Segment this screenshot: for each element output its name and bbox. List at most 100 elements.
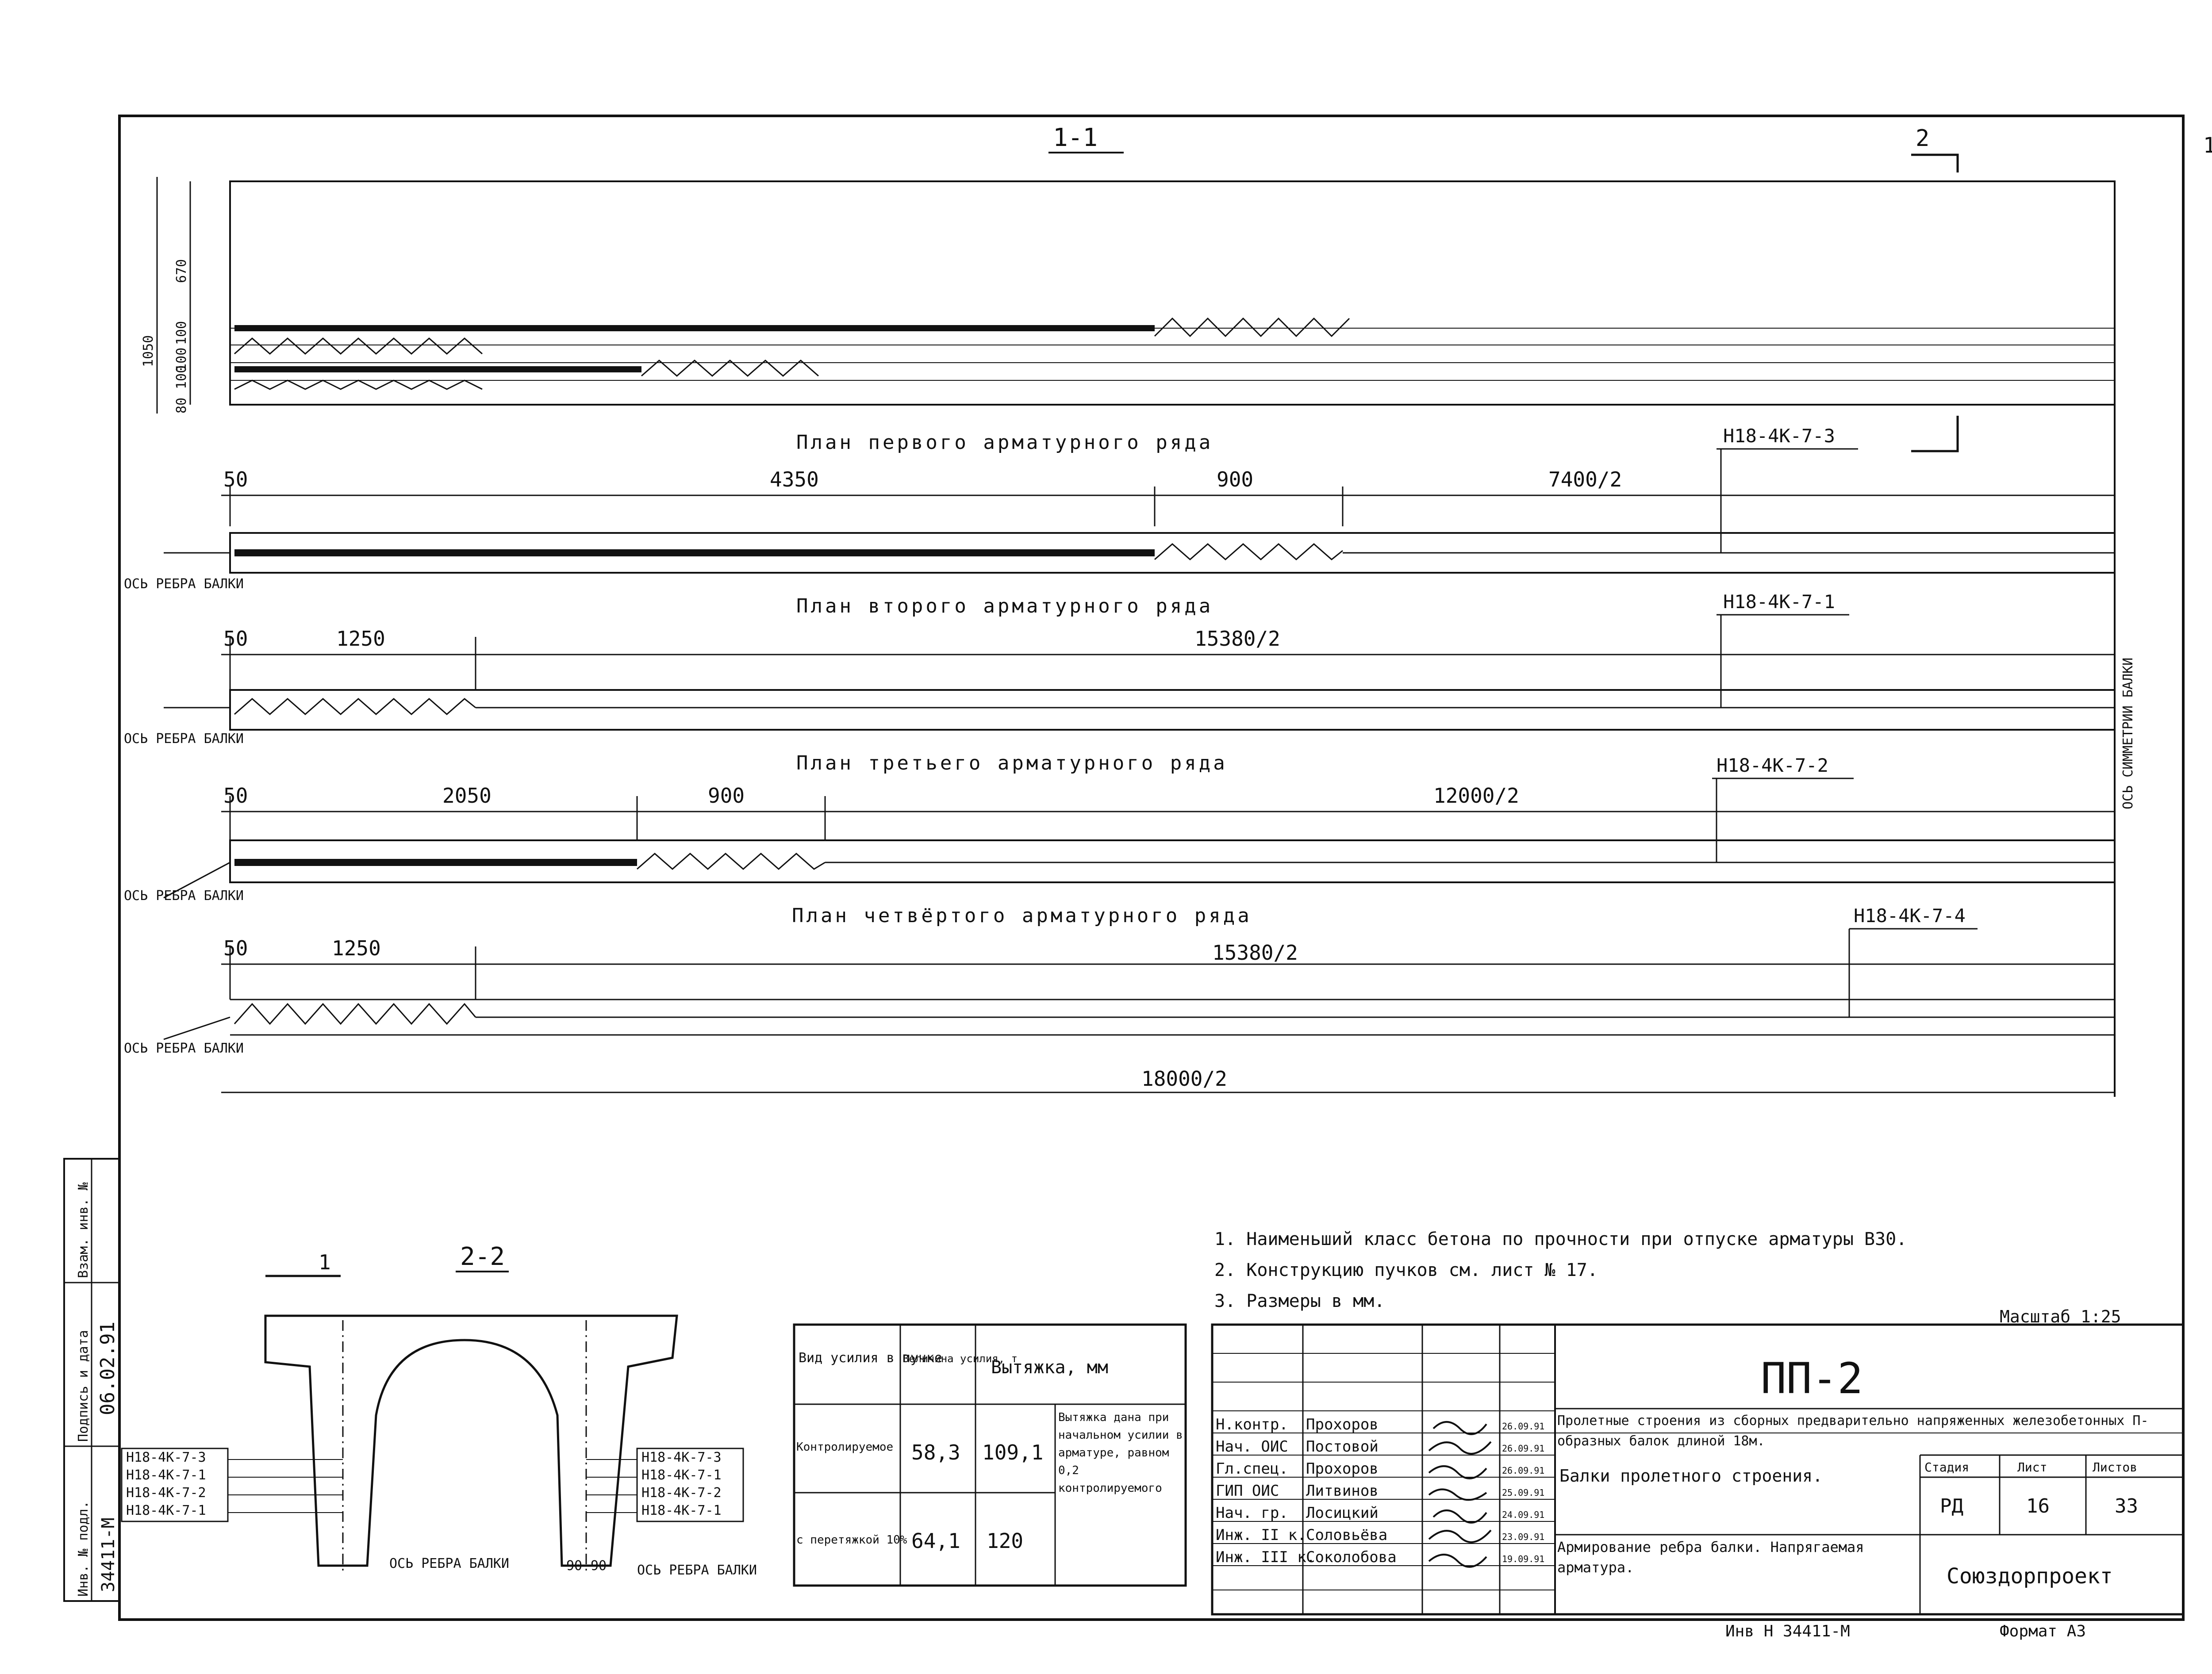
plan-2-dim-b: 1250 bbox=[336, 627, 385, 651]
section-2-2-dim-b: 90 bbox=[591, 1558, 607, 1574]
role-3: Гл.спец. bbox=[1216, 1460, 1288, 1478]
date-1: 26.09.91 bbox=[1502, 1421, 1544, 1432]
date-7: 19.09.91 bbox=[1502, 1554, 1544, 1564]
stretch-table: Вид усилия в пучке Величина усилия, т Вы… bbox=[793, 1323, 1187, 1587]
scale-label: Масштаб 1:25 bbox=[2000, 1307, 2121, 1326]
name-6: Соловьёва bbox=[1306, 1526, 1387, 1544]
sheets-value: 33 bbox=[2115, 1495, 2138, 1517]
section-2-2-label: 2-2 bbox=[460, 1242, 505, 1271]
date-4: 25.09.91 bbox=[1502, 1487, 1544, 1498]
stretch-row-1-force: 58,3 bbox=[911, 1440, 960, 1464]
dim-row-3: 100 bbox=[174, 365, 189, 389]
title-block: ПП-2 Пролетные строения из сборных предв… bbox=[1211, 1323, 2185, 1616]
plan-3-dim-d: 12000/2 bbox=[1433, 784, 1519, 808]
doc-code: ПП-2 bbox=[1761, 1354, 1863, 1403]
symmetry-axis-label: ОСЬ СИММЕТРИИ БАЛКИ bbox=[2120, 658, 2136, 809]
sec-right-bundle-2: Н18-4К-7-1 bbox=[641, 1467, 722, 1483]
plan-1-dim-b: 4350 bbox=[770, 467, 819, 491]
stretch-row-2-stretch: 120 bbox=[987, 1529, 1023, 1553]
plan-1-dim-c: 900 bbox=[1217, 467, 1253, 491]
sheet-title: Армирование ребра балки. Напрягаемая арм… bbox=[1557, 1539, 1864, 1576]
subject-title: Балки пролетного строения. bbox=[1559, 1466, 1823, 1486]
plan-2-bundle: Н18-4К-7-1 bbox=[1723, 591, 1835, 613]
plan-row-1: План первого арматурного ряда Н18-4К-7-3… bbox=[124, 416, 2116, 592]
stretch-row-2-force: 64,1 bbox=[911, 1529, 960, 1553]
plan-1-dim-d: 7400/2 bbox=[1548, 467, 1622, 491]
plan-row-2: План второго арматурного ряда Н18-4К-7-1… bbox=[124, 591, 2116, 747]
date-5: 24.09.91 bbox=[1502, 1509, 1544, 1520]
note-1: 1. Наименьший класс бетона по прочности … bbox=[1214, 1229, 1907, 1249]
role-5: Нач. гр. bbox=[1216, 1504, 1288, 1522]
role-6: Инж. II к. bbox=[1216, 1526, 1306, 1544]
pi-beam-section bbox=[264, 1314, 678, 1567]
plan-4-bundle: Н18-4К-7-4 bbox=[1854, 905, 1966, 927]
name-5: Лосицкий bbox=[1306, 1504, 1379, 1522]
dim-1050: 1050 bbox=[141, 335, 156, 367]
plan-4-dim-a: 50 bbox=[223, 936, 248, 960]
stretch-row-2-kind: с перетяжкой 10% bbox=[796, 1533, 907, 1547]
role-2: Нач. ОИС bbox=[1216, 1438, 1288, 1456]
dim-670: 670 bbox=[174, 259, 189, 283]
section-1-1-label: 1-1 bbox=[1053, 123, 1098, 152]
sec-left-bundle-1: Н18-4К-7-3 bbox=[126, 1450, 206, 1465]
sec-left-bundle-2: Н18-4К-7-1 bbox=[126, 1467, 206, 1483]
stage-value: РД bbox=[1940, 1495, 1963, 1517]
signatures bbox=[1428, 1421, 1492, 1568]
stretch-hdr-stretch: Вытяжка, мм bbox=[991, 1357, 1108, 1378]
plan-3-dim-c: 900 bbox=[708, 784, 745, 808]
section-1-1: 1-1 2 1050 670 100 100 100 80 bbox=[141, 123, 2116, 414]
sheets-header: Листов bbox=[2093, 1460, 2137, 1475]
sheet-frame bbox=[118, 115, 2185, 1621]
notes: 1. Наименьший класс бетона по прочности … bbox=[1214, 1229, 2121, 1326]
date-3: 26.09.91 bbox=[1502, 1465, 1544, 1476]
role-1: Н.контр. bbox=[1216, 1416, 1288, 1433]
sec-right-bundle-3: Н18-4К-7-2 bbox=[641, 1485, 722, 1501]
date-6: 23.09.91 bbox=[1502, 1532, 1544, 1542]
name-2: Постовой bbox=[1306, 1438, 1379, 1456]
stage-header: Стадия bbox=[1924, 1460, 1969, 1475]
inv-label: Инв. № подл. bbox=[76, 1501, 91, 1597]
sec-left-bundle-3: Н18-4К-7-2 bbox=[126, 1485, 206, 1501]
plan-2-title: План второго арматурного ряда bbox=[796, 595, 1213, 617]
section-2-2-cut: 1 bbox=[319, 1250, 331, 1274]
sign-label: Подпись и дата bbox=[76, 1330, 91, 1442]
plan-1-title: План первого арматурного ряда bbox=[796, 431, 1213, 454]
sec-left-axis-label: ОСЬ РЕБРА БАЛКИ bbox=[389, 1556, 509, 1571]
format-label: Формат А3 bbox=[2000, 1622, 2086, 1640]
side-stamp: Взам. инв. № Подпись и дата 06.02.91 Инв… bbox=[63, 1158, 120, 1602]
plan-row-4: План четвёртого арматурного ряда Н18-4К-… bbox=[124, 904, 2115, 1093]
plan-1-bundle: Н18-4К-7-3 bbox=[1723, 425, 1835, 447]
sheet-header: Лист bbox=[2017, 1460, 2047, 1475]
stretch-hdr-kind: Вид усилия в пучке bbox=[799, 1350, 942, 1366]
section-2-2-dim-a: 90 bbox=[566, 1558, 582, 1574]
role-4: ГИП ОИС bbox=[1216, 1482, 1279, 1500]
section-2-2: 2-2 1 90 90 Н18-4К-7-3 Н18-4К-7-1 Н18-4К… bbox=[121, 1242, 757, 1578]
plan-3-dim-b: 2050 bbox=[442, 784, 492, 808]
note-2: 2. Конструкцию пучков см. лист № 17. bbox=[1214, 1260, 1598, 1280]
stretch-row-1-stretch: 109,1 bbox=[982, 1440, 1043, 1464]
bottom-inv: Инв Н 34411-М bbox=[1725, 1622, 1850, 1640]
plan-2-axis-label: ОСЬ РЕБРА БАЛКИ bbox=[124, 731, 244, 747]
stretch-hdr-force: Величина усилия, т bbox=[902, 1352, 1018, 1365]
dim-row-1: 100 bbox=[174, 321, 189, 345]
plan-2-dim-c: 15380/2 bbox=[1194, 627, 1280, 651]
plan-2-dim-a: 50 bbox=[223, 627, 248, 651]
name-7: Соколобова bbox=[1306, 1548, 1397, 1566]
sec-right-bundle-1: Н18-4К-7-3 bbox=[641, 1450, 722, 1465]
dim-80: 80 bbox=[174, 398, 189, 414]
page-number: 18 bbox=[2203, 133, 2212, 158]
sec-right-bundle-4: Н18-4К-7-1 bbox=[641, 1503, 722, 1518]
plan-4-dim-c: 15380/2 bbox=[1212, 941, 1298, 965]
plan-3-title: План третьего арматурного ряда bbox=[796, 752, 1228, 774]
name-3: Прохоров bbox=[1306, 1460, 1379, 1478]
sec-left-bundle-4: Н18-4К-7-1 bbox=[126, 1503, 206, 1518]
dim-row-2: 100 bbox=[174, 348, 189, 372]
plan-3-axis-label: ОСЬ РЕБРА БАЛКИ bbox=[124, 888, 244, 904]
stretch-row-1-kind: Контролируемое bbox=[796, 1440, 893, 1454]
plan-3-bundle: Н18-4К-7-2 bbox=[1717, 755, 1828, 776]
note-3: 3. Размеры в мм. bbox=[1214, 1291, 1385, 1311]
date-2: 26.09.91 bbox=[1502, 1443, 1544, 1454]
plan-4-dim-b: 1250 bbox=[332, 936, 381, 960]
role-7: Инж. III к. bbox=[1216, 1548, 1315, 1566]
